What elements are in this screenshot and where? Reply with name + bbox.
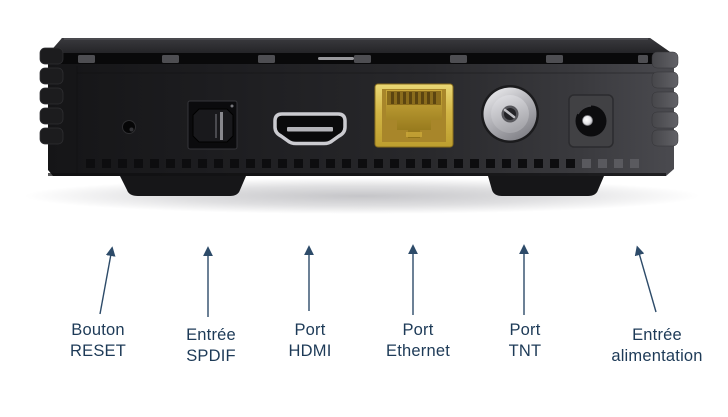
reset-pinhole bbox=[122, 120, 136, 134]
label-port-hdmi: Port HDMI bbox=[289, 320, 332, 362]
device-foot-left bbox=[120, 176, 246, 196]
label-bouton-reset-line2: RESET bbox=[69, 342, 127, 360]
power-jack bbox=[568, 94, 614, 148]
vent-holes bbox=[86, 159, 639, 168]
label-entree-spdif: Entrée SPDIF bbox=[186, 325, 236, 367]
label-entree-alimentation-line2: alimentation bbox=[611, 347, 703, 365]
right-ridge-fins bbox=[651, 51, 679, 147]
label-bouton-reset-line1: Bouton bbox=[71, 321, 125, 339]
label-port-ethernet-line2: Ethernet bbox=[386, 342, 450, 360]
tnt-coax-port bbox=[481, 85, 539, 143]
label-port-hdmi-line1: Port bbox=[294, 321, 326, 339]
arrow-bouton-reset bbox=[99, 246, 116, 315]
label-port-ethernet: Port Ethernet bbox=[386, 320, 450, 362]
hdmi-port bbox=[273, 112, 347, 146]
spdif-port bbox=[187, 100, 238, 150]
label-port-tnt-line2: TNT bbox=[508, 342, 542, 360]
left-ridge-fins bbox=[39, 47, 64, 145]
ethernet-port bbox=[374, 83, 454, 148]
label-port-tnt: Port TNT bbox=[509, 320, 542, 362]
label-port-hdmi-line2: HDMI bbox=[288, 342, 332, 360]
label-entree-spdif-line2: SPDIF bbox=[186, 347, 236, 365]
label-entree-spdif-line1: Entrée bbox=[186, 326, 236, 344]
device-body bbox=[39, 38, 679, 176]
device-foot-right bbox=[488, 176, 604, 196]
groove-clips bbox=[78, 55, 648, 63]
groove-highlight bbox=[318, 57, 354, 60]
arrow-entree-alimentation bbox=[634, 245, 657, 313]
annotation-arrows bbox=[99, 244, 657, 317]
ethernet-pins bbox=[391, 92, 436, 104]
label-bouton-reset: Bouton RESET bbox=[70, 320, 126, 362]
label-entree-alimentation-line1: Entrée bbox=[632, 326, 682, 344]
label-port-ethernet-line1: Port bbox=[402, 321, 434, 339]
device-feet bbox=[120, 176, 604, 196]
bottom-edge-shade bbox=[48, 173, 666, 176]
device-lid bbox=[48, 38, 673, 54]
label-entree-alimentation: Entrée alimentation bbox=[611, 325, 702, 367]
label-port-tnt-line1: Port bbox=[509, 321, 541, 339]
